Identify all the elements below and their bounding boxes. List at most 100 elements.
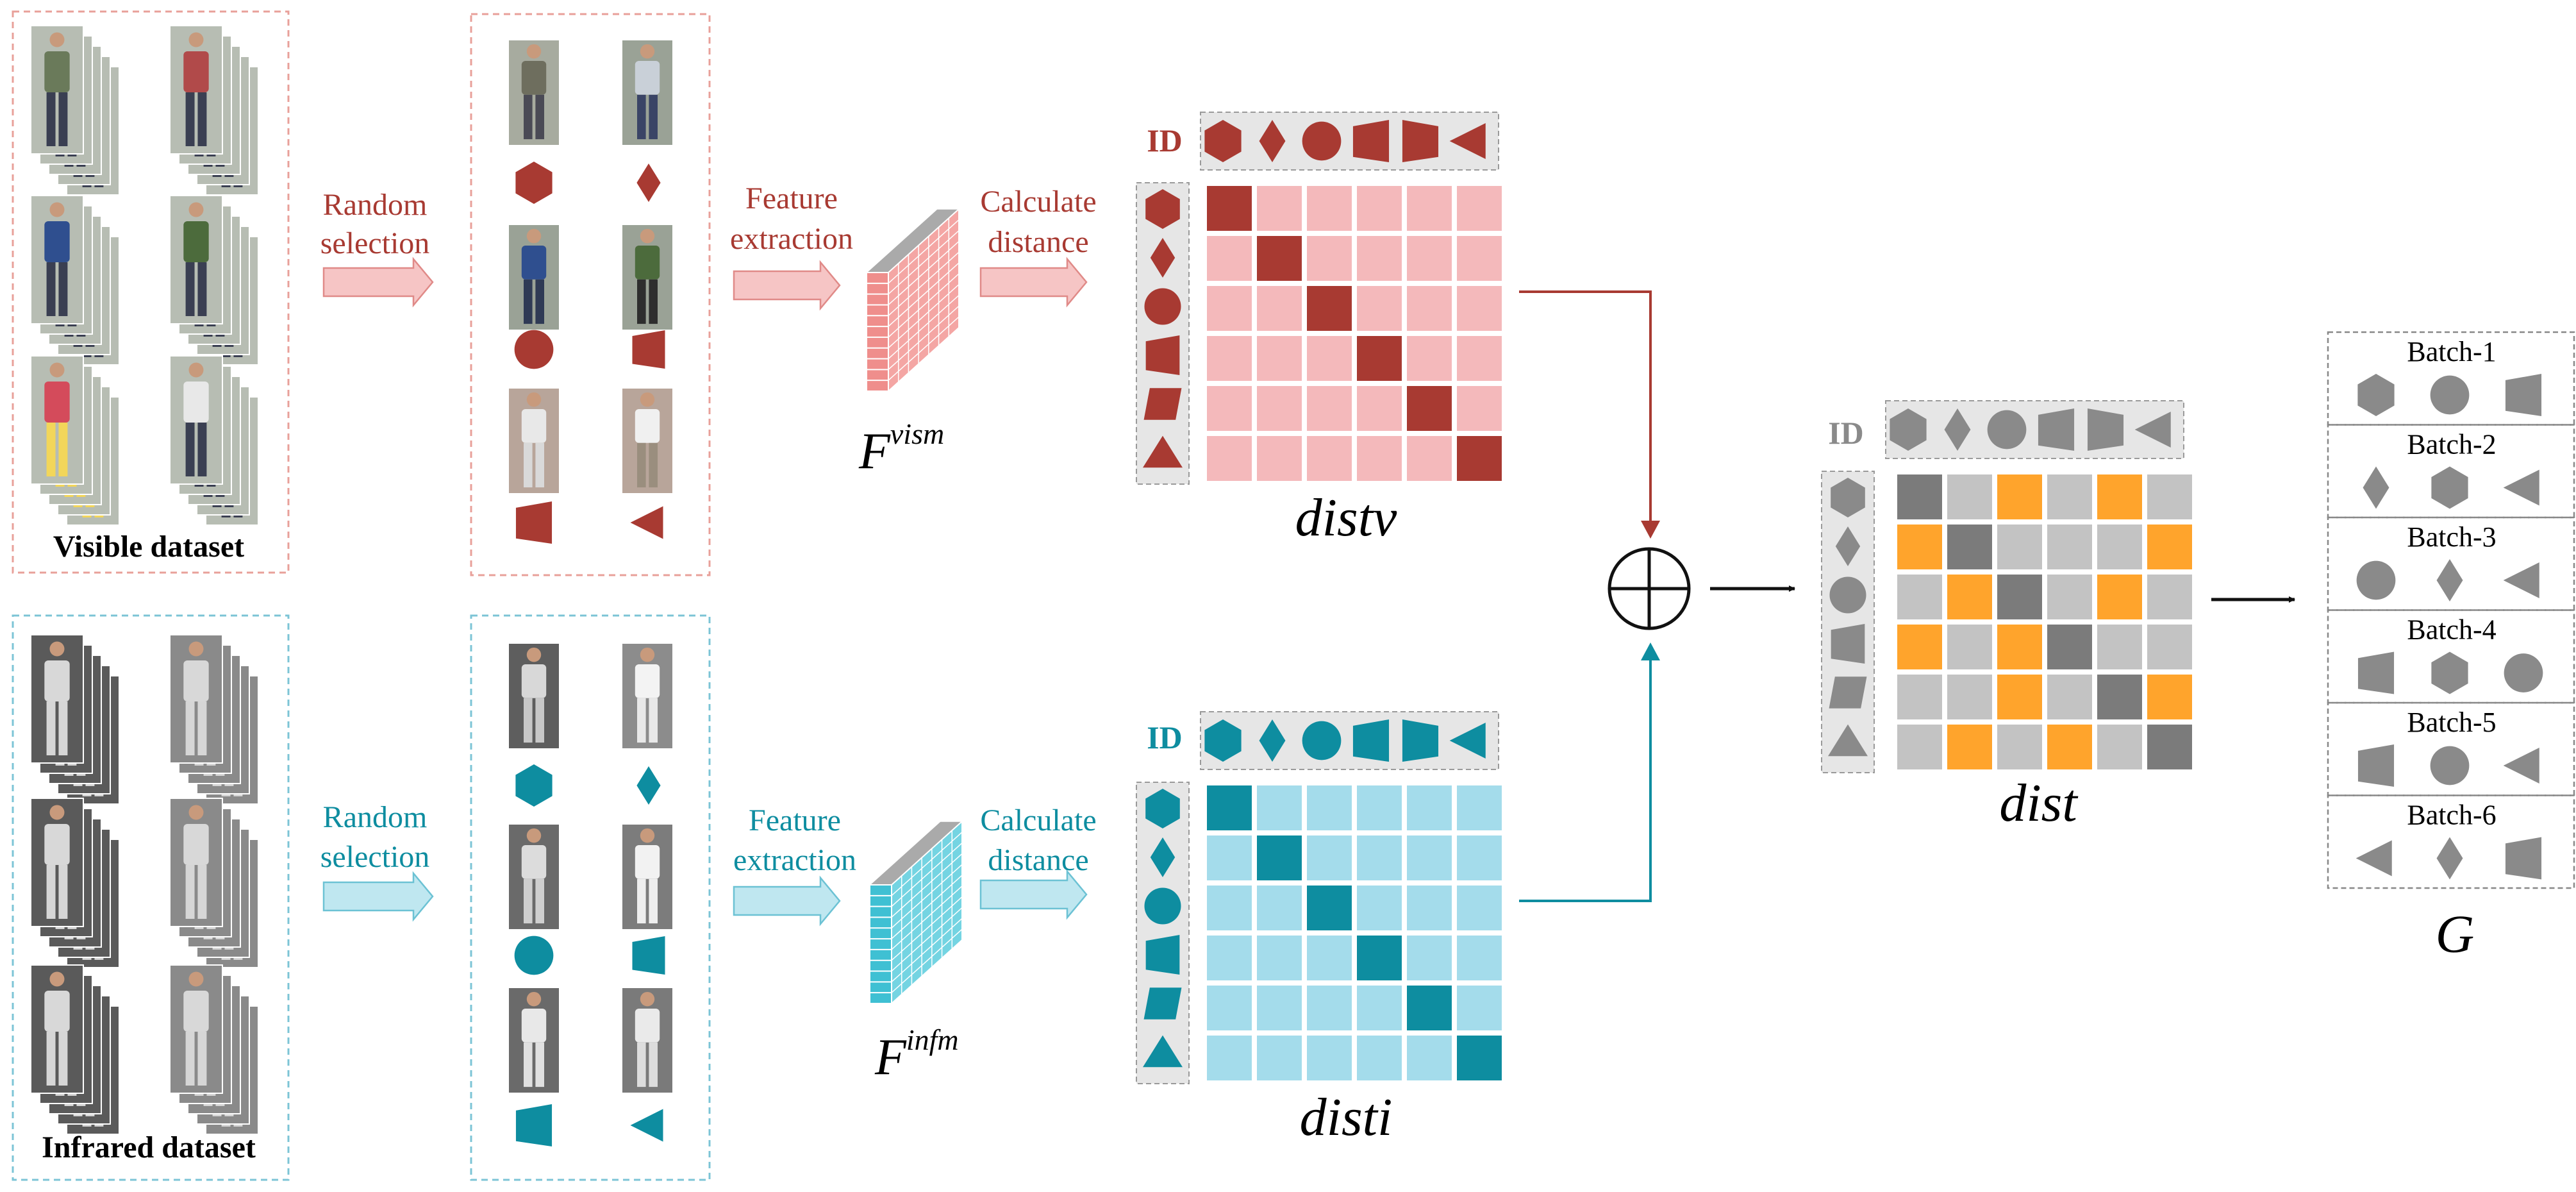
infrared-random-label-1: Random — [323, 800, 428, 834]
leg-left — [524, 442, 533, 488]
person-image — [30, 25, 84, 155]
matrix-cell — [1257, 286, 1302, 331]
matrix-cell — [1207, 336, 1252, 381]
matrix-cell — [1407, 886, 1452, 930]
infrared-id-label: ID — [1147, 719, 1183, 755]
trapezoid-right-icon — [2087, 408, 2124, 451]
leg-left — [46, 865, 56, 919]
trapezoid-icon — [2505, 837, 2542, 880]
diamond-icon — [1259, 719, 1286, 762]
matrix-cell — [1407, 186, 1452, 231]
triangle-left-icon — [1449, 122, 1486, 160]
circle-icon — [514, 330, 554, 369]
diamond-icon — [1259, 120, 1286, 162]
diamond-icon — [636, 766, 661, 805]
matrix-cell — [1457, 1036, 1502, 1080]
head — [188, 32, 204, 47]
grid-line — [888, 305, 960, 370]
matrix-cell — [1207, 236, 1252, 281]
grid-line — [888, 284, 960, 349]
person-image — [508, 823, 560, 930]
diamond-icon — [2436, 837, 2463, 880]
circle-icon — [2430, 375, 2470, 415]
person-image — [169, 195, 223, 324]
id-column-panel — [1136, 782, 1190, 1084]
torso — [635, 61, 660, 95]
head — [49, 202, 65, 217]
visible-arrow-feature — [733, 260, 841, 311]
infrared-selection-box — [470, 614, 711, 1181]
matrix-cell — [1357, 436, 1402, 481]
visible-id-label: ID — [1147, 122, 1183, 158]
matrix-cell — [2047, 625, 2092, 669]
infrared-arrow-select — [322, 871, 434, 922]
person-image — [30, 798, 84, 927]
id-header-panel — [1200, 112, 1499, 171]
head — [188, 362, 204, 378]
matrix-cell — [1457, 386, 1502, 431]
matrix-cell — [1947, 675, 1992, 719]
matrix-cell — [1307, 386, 1352, 431]
leg-right — [58, 92, 68, 146]
matrix-cell — [1207, 1036, 1252, 1080]
grid-line — [891, 853, 963, 918]
person-image — [508, 387, 560, 494]
triangle-left-icon — [2134, 411, 2171, 448]
matrix-cell — [1457, 835, 1502, 880]
batch-1: Batch-1 — [2327, 331, 2575, 426]
torso — [183, 824, 209, 865]
matrix-cell — [1357, 1036, 1402, 1080]
batch-5: Batch-5 — [2327, 701, 2575, 796]
matrix-cell — [2147, 625, 2192, 669]
leg-left — [46, 92, 56, 146]
infrared-distance-matrix — [1207, 785, 1502, 1080]
hexagon-icon — [515, 764, 553, 807]
trapezoid-icon — [1145, 935, 1180, 975]
leg-left — [637, 279, 646, 324]
torso — [635, 246, 660, 280]
matrix-cell — [1947, 625, 1992, 669]
grid-line — [891, 907, 963, 972]
leg-left — [637, 878, 646, 924]
block-front — [869, 884, 892, 1004]
leg-left — [185, 92, 195, 146]
trapezoid-icon — [2505, 374, 2542, 416]
matrix-cell — [1207, 186, 1252, 231]
circle-icon — [2430, 746, 2470, 785]
torso — [183, 991, 209, 1032]
diamond-icon — [1150, 837, 1176, 877]
matrix-cell — [1257, 785, 1302, 830]
infrared-distance-label-1: Calculate — [980, 803, 1096, 837]
torso — [183, 382, 209, 423]
batch-box — [2327, 794, 2575, 889]
matrix-cell — [1207, 835, 1252, 880]
matrix-cell — [1997, 675, 2042, 719]
head — [188, 202, 204, 217]
triangle-icon — [1143, 1035, 1183, 1068]
matrix-cell — [1307, 336, 1352, 381]
torso — [635, 845, 660, 879]
matrix-cell — [2047, 725, 2092, 769]
leg-right — [58, 865, 68, 919]
matrix-cell — [1407, 835, 1452, 880]
batch-group-label: G — [2436, 905, 2475, 964]
visible-to-sum-arrowhead — [1641, 521, 1660, 539]
infrared-matrix-name: disti — [1300, 1087, 1393, 1147]
diamond-icon — [1835, 526, 1861, 566]
matrix-cell — [2097, 525, 2142, 569]
matrix-cell — [2147, 575, 2192, 619]
matrix-cell — [1947, 575, 1992, 619]
leg-right — [649, 698, 658, 743]
infrared-arrow-distance — [979, 869, 1088, 920]
batch-4: Batch-4 — [2327, 609, 2575, 704]
matrix-cell — [1457, 236, 1502, 281]
infrared-feature-symbol: Finfm — [874, 1023, 959, 1086]
leg-right — [197, 423, 207, 476]
matrix-cell — [1357, 785, 1402, 830]
trapezoid-icon — [1352, 120, 1390, 162]
visible-feature-label-1: Feature — [745, 181, 838, 215]
matrix-cell — [1357, 236, 1402, 281]
matrix-cell — [2097, 625, 2142, 669]
person-image — [621, 642, 674, 750]
matrix-cell — [1307, 1036, 1352, 1080]
